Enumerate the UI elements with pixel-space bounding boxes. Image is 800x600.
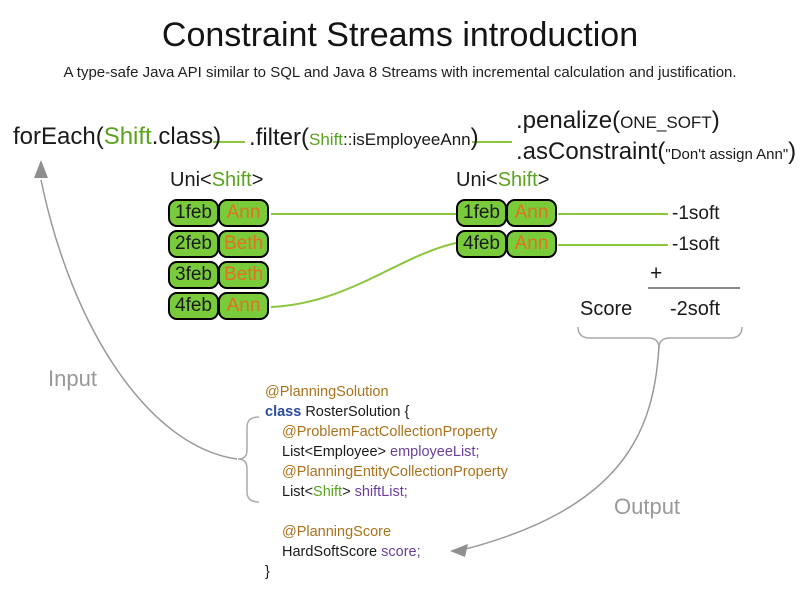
shift-employee-cell: Ann: [506, 230, 557, 258]
input-arrowhead-icon: [34, 160, 48, 178]
shift-employee-cell: Beth: [218, 230, 269, 258]
filter-expression: .filter(Shift::isEmployeeAnn): [249, 124, 479, 152]
code-line: @ProblemFactCollectionProperty: [265, 422, 508, 442]
score-label: Score: [580, 298, 633, 320]
input-label: Input: [48, 366, 97, 391]
code-line: @PlanningEntityCollectionProperty: [265, 462, 508, 482]
asconstraint-post: ): [788, 138, 797, 165]
code-token: @ProblemFactCollectionProperty: [282, 424, 498, 440]
code-line: }: [265, 562, 508, 582]
shift-date-cell: 2feb: [168, 230, 219, 258]
shift-date-cell: 1feb: [456, 199, 507, 227]
code-token: shiftList;: [354, 484, 408, 500]
match-line-4feb: [270, 242, 457, 308]
code-token: score;: [381, 544, 421, 560]
shift-date-cell: 4feb: [456, 230, 507, 258]
code-token: class: [265, 404, 302, 420]
code-token: @PlanningSolution: [265, 384, 389, 400]
asconstraint-pre: .asConstraint(: [516, 138, 666, 165]
code-token: HardSoftScore: [282, 544, 382, 560]
foreach-class-name: Shift: [103, 123, 152, 150]
code-line: class RosterSolution {: [265, 402, 508, 422]
uni-type: Shift: [211, 169, 252, 191]
code-token: RosterSolution {: [301, 404, 410, 420]
code-token: @PlanningEntityCollectionProperty: [282, 464, 508, 480]
foreach-post: .class): [151, 123, 222, 150]
code-line: HardSoftScore score;: [265, 542, 508, 562]
penalize-arg: ONE_SOFT: [620, 113, 712, 132]
code-token: >: [342, 484, 355, 500]
shift-employee-cell: Ann: [218, 292, 269, 320]
filter-post: ): [470, 124, 479, 151]
plus-sign: +: [650, 262, 663, 285]
page-title: Constraint Streams introduction: [161, 16, 639, 54]
page-subtitle: A type-safe Java API similar to SQL and …: [63, 64, 737, 81]
shift-employee-cell: Ann: [506, 199, 557, 227]
roster-solution-code: @PlanningSolution class RosterSolution { @…: [265, 382, 508, 582]
code-token: Shift: [313, 484, 343, 500]
asconstraint-expression: .asConstraint("Don't assign Ann"): [516, 138, 796, 166]
code-line: List<Employee> employeeList;: [265, 442, 508, 462]
filter-pre: .filter(: [249, 124, 309, 151]
foreach-pre: forEach(: [13, 123, 104, 150]
score-brace: [577, 326, 743, 349]
penalize-pre: .penalize(: [516, 107, 621, 134]
shift-date-cell: 4feb: [168, 292, 219, 320]
output-label: Output: [614, 494, 681, 519]
code-token: @PlanningScore: [282, 524, 392, 540]
code-token: List<Employee>: [282, 444, 391, 460]
penalize-post: ): [711, 107, 720, 134]
code-token: }: [265, 564, 270, 580]
foreach-expression: forEach(Shift.class): [13, 123, 221, 151]
code-line: @PlanningScore: [265, 522, 508, 542]
penalize-expression: .penalize(ONE_SOFT): [516, 107, 720, 135]
uni-post: >: [537, 169, 550, 191]
score-total: -2soft: [670, 298, 721, 320]
right-table-label: Uni<Shift>: [456, 169, 549, 192]
penalty-value-2: -1soft: [672, 234, 720, 255]
code-brace: [237, 416, 260, 503]
filter-method: ::isEmployeeAnn: [343, 130, 471, 149]
code-line: [265, 502, 508, 522]
code-line: List<Shift> shiftList;: [265, 482, 508, 502]
uni-pre: Uni<: [456, 169, 498, 191]
code-token: List<: [282, 484, 314, 500]
uni-type: Shift: [497, 169, 538, 191]
left-table-label: Uni<Shift>: [170, 169, 263, 192]
shift-employee-cell: Ann: [218, 199, 269, 227]
shift-date-cell: 3feb: [168, 261, 219, 289]
shift-employee-cell: Beth: [218, 261, 269, 289]
shift-date-cell: 1feb: [168, 199, 219, 227]
filter-class-name: Shift: [309, 130, 344, 149]
penalty-value-1: -1soft: [672, 203, 720, 224]
asconstraint-arg: "Don't assign Ann": [665, 146, 789, 163]
uni-post: >: [251, 169, 264, 191]
uni-pre: Uni<: [170, 169, 212, 191]
code-line: @PlanningSolution: [265, 382, 508, 402]
code-token: employeeList;: [390, 444, 480, 460]
